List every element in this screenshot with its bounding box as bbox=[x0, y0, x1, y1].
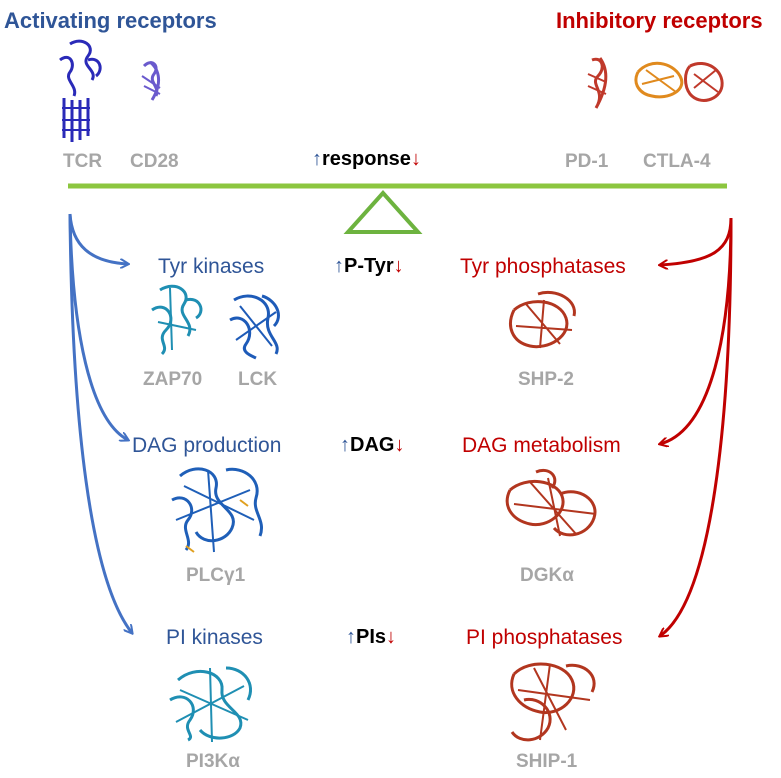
down-arrow-icon: ↓ bbox=[394, 434, 405, 456]
protein-label-plcg1: PLCγ1 bbox=[186, 565, 246, 586]
category-tyr-phosphatases: Tyr phosphatases bbox=[460, 255, 626, 278]
receptor-label-ctla4: CTLA-4 bbox=[643, 151, 711, 172]
protein-structure-icon bbox=[151, 284, 203, 356]
protein-structure-icon bbox=[169, 666, 252, 743]
category-tyr-kinases: Tyr kinases bbox=[158, 255, 265, 278]
down-arrow-icon: ↓ bbox=[410, 148, 421, 170]
up-arrow-icon: ↑ bbox=[312, 148, 322, 170]
center-label-ptyr: ↑P-Tyr↓ bbox=[334, 256, 404, 276]
receptor-label-tcr: TCR bbox=[63, 151, 103, 172]
protein-structure-icon bbox=[634, 61, 684, 99]
center-label-pis-text: PIs bbox=[356, 626, 387, 648]
category-pi-phosphatases: PI phosphatases bbox=[466, 626, 623, 649]
category-pi-kinases: PI kinases bbox=[166, 626, 263, 649]
protein-label-dgka: DGKα bbox=[520, 565, 574, 586]
protein-structure-icon bbox=[141, 60, 161, 101]
protein-structure-icon bbox=[171, 467, 263, 553]
inhibitory-arrow-tyr bbox=[660, 217, 733, 265]
protein-label-pi3ka: PI3Kα bbox=[186, 751, 240, 772]
center-label-pis: ↑PIs↓ bbox=[346, 627, 396, 647]
center-label-dag-text: DAG bbox=[350, 434, 395, 456]
protein-label-shp2: SHP-2 bbox=[518, 369, 574, 390]
inhibitory-arrow-dag bbox=[660, 217, 733, 444]
protein-label-zap70: ZAP70 bbox=[143, 369, 203, 390]
protein-structure-icon bbox=[684, 62, 724, 102]
inhibitory-arrow-pi bbox=[660, 217, 733, 636]
up-arrow-icon: ↑ bbox=[346, 626, 356, 648]
response-label: ↑response↓ bbox=[312, 149, 421, 169]
protein-structure-icon bbox=[59, 39, 102, 142]
down-arrow-icon: ↓ bbox=[386, 626, 397, 648]
receptor-label-pd1: PD-1 bbox=[565, 151, 609, 172]
balance-fulcrum-icon bbox=[343, 190, 423, 234]
activating-arrow-tyr bbox=[68, 213, 128, 264]
protein-structure-icon bbox=[510, 662, 596, 742]
activating-arrow-pi bbox=[68, 213, 132, 633]
category-dag-metabolism: DAG metabolism bbox=[462, 434, 621, 457]
protein-structure-icon bbox=[587, 57, 608, 109]
protein-label-lck: LCK bbox=[238, 369, 278, 390]
up-arrow-icon: ↑ bbox=[334, 255, 344, 277]
protein-structure-icon bbox=[229, 294, 280, 360]
category-dag-production: DAG production bbox=[132, 434, 282, 457]
center-label-dag: ↑DAG↓ bbox=[340, 435, 404, 455]
response-text: response bbox=[322, 148, 411, 170]
protein-label-ship1: SHIP-1 bbox=[516, 751, 578, 772]
receptor-label-cd28: CD28 bbox=[130, 151, 179, 172]
activating-receptors-title: Activating receptors bbox=[4, 8, 217, 33]
up-arrow-icon: ↑ bbox=[340, 434, 350, 456]
down-arrow-icon: ↓ bbox=[393, 255, 404, 277]
protein-structure-icon bbox=[505, 469, 597, 537]
center-label-ptyr-text: P-Tyr bbox=[344, 255, 394, 277]
inhibitory-receptors-title: Inhibitory receptors bbox=[556, 8, 763, 33]
protein-structure-icon bbox=[509, 291, 576, 349]
